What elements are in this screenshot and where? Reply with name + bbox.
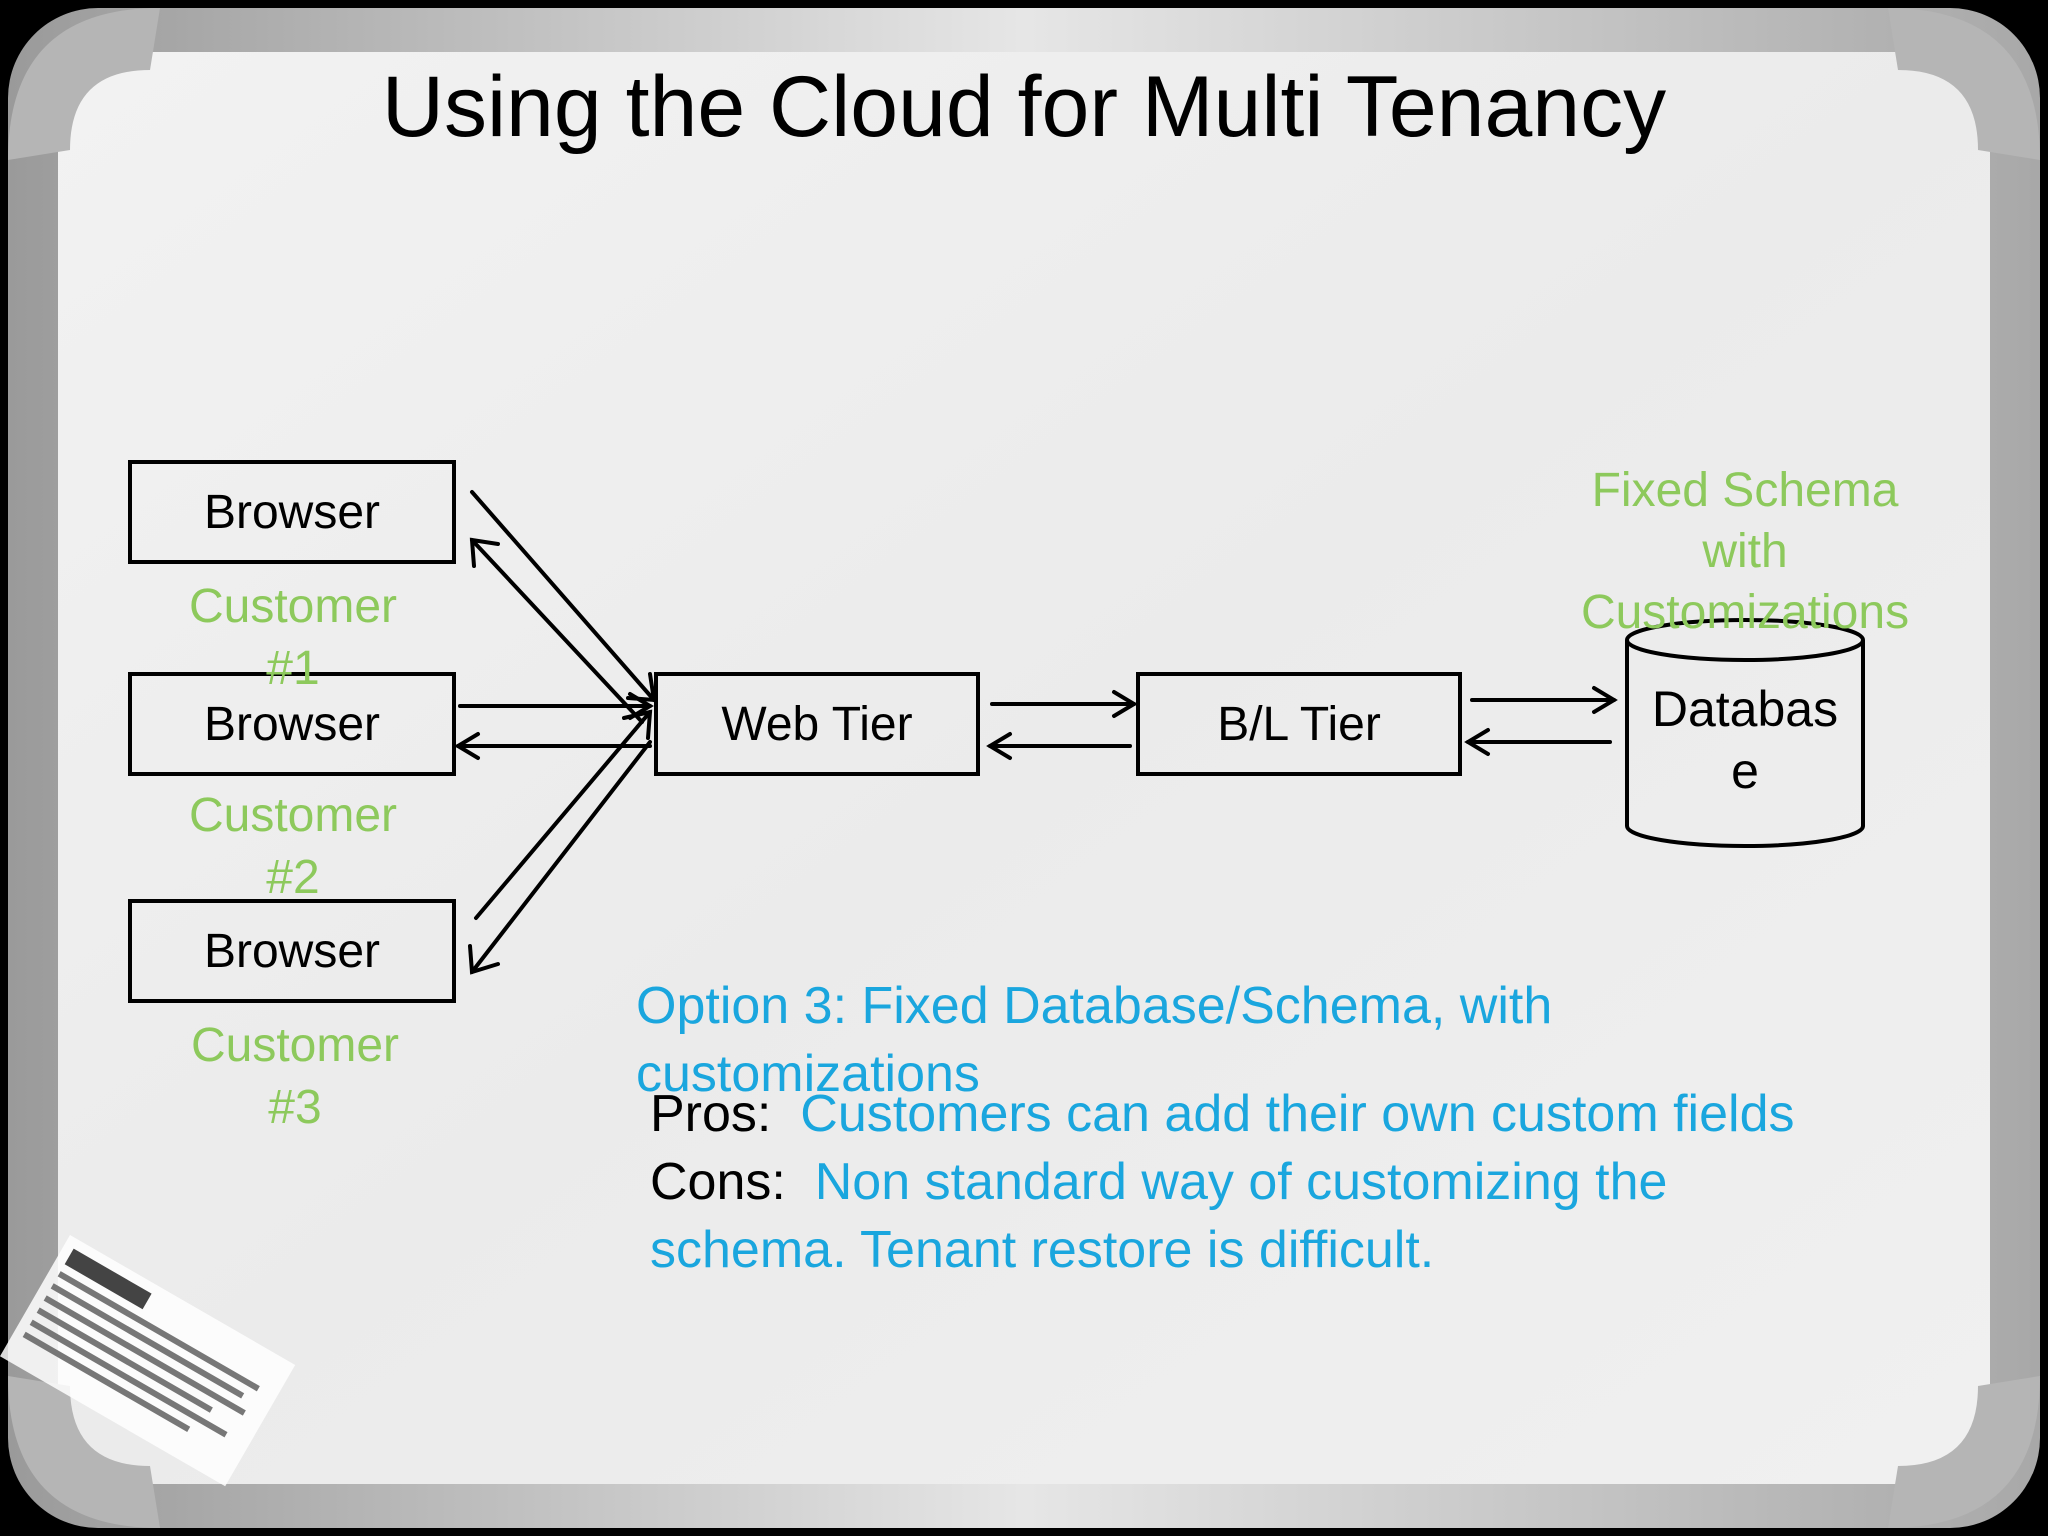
customer-label-3: Customer #3 [130, 1015, 460, 1139]
pros-label: Pros: [650, 1085, 772, 1143]
corner-cap-bottom-left [8, 1376, 160, 1528]
browser-label-3: Browser [203, 924, 381, 978]
pros-text: Customers can add their own custom field… [800, 1085, 1795, 1143]
browser-box-3: Browser [128, 899, 456, 1003]
cons-text: Non standard way of customizing the [814, 1153, 1668, 1211]
customer-label-1: Customer #1 [128, 576, 458, 700]
customer-label-1-line2: #1 [266, 642, 320, 695]
arrow-web-to-browser1 [470, 538, 644, 724]
option-heading-line2: customizations [636, 1045, 980, 1103]
slide-title: Using the Cloud for Multi Tenancy [381, 59, 1667, 155]
browser-label-1: Browser [203, 485, 381, 539]
cons-line-2: schema. Tenant restore is difficult. [650, 1216, 1795, 1284]
connector-arrows [454, 490, 1618, 975]
customer-label-2-line1: Customer [188, 789, 398, 842]
arrowhead-web-to-browser1 [469, 537, 500, 568]
corner-cap-top-left [8, 8, 160, 160]
customer-label-1-line1: Customer [188, 580, 398, 633]
corner-cap-bottom-right [1888, 1376, 2040, 1528]
database-label-line2: e [1731, 743, 1759, 799]
customer-label-2-line2: #2 [266, 851, 320, 904]
database-cylinder [1625, 618, 1865, 848]
option-heading: Option 3: Fixed Database/Schema, with cu… [636, 972, 1552, 1108]
cons-text-2: schema. Tenant restore is difficult. [650, 1221, 1435, 1279]
schema-note-line1: Fixed Schema [1591, 464, 1899, 517]
cons-label: Cons: [650, 1153, 786, 1211]
arrowhead-browser3-to-web [622, 709, 653, 740]
arrowhead-db-to-bl [1464, 728, 1490, 756]
customer-label-2: Customer #2 [128, 785, 458, 909]
database-label: Databas e [1627, 678, 1863, 802]
web-tier-label: Web Tier [721, 697, 913, 751]
arrow-browser3-to-web [474, 710, 652, 920]
customer-label-3-line1: Customer [190, 1019, 400, 1072]
arrowhead-web-to-browser3 [468, 944, 500, 975]
board-surface [58, 52, 1990, 1484]
manufacturer-sticker [0, 1235, 296, 1487]
arrow-web-to-browser3 [470, 740, 652, 974]
arrowhead-bl-to-web [986, 732, 1012, 760]
customer-label-3-line2: #3 [268, 1081, 322, 1134]
browser-label-2: Browser [203, 697, 381, 751]
pros-cons: Pros: Customers can add their own custom… [650, 1080, 1795, 1284]
database-label-line1: Databas [1651, 681, 1839, 737]
web-tier-box: Web Tier [654, 672, 980, 776]
pros-line: Pros: Customers can add their own custom… [650, 1080, 1795, 1148]
bl-tier-label: B/L Tier [1217, 697, 1381, 751]
schema-note-line3: Customizations [1580, 586, 1910, 639]
browser-box-1: Browser [128, 460, 456, 564]
corner-cap-top-right [1888, 8, 2040, 160]
arrow-browser1-to-web [470, 490, 656, 702]
arrowhead-bl-to-db [1592, 686, 1618, 714]
browser-box-2: Browser [128, 672, 456, 776]
bl-tier-box: B/L Tier [1136, 672, 1462, 776]
schema-note-line2: with [1702, 525, 1788, 578]
arrowhead-web-to-browser2 [454, 732, 480, 760]
arrowhead-web-to-bl [1112, 690, 1138, 718]
option-heading-line1: Option 3: Fixed Database/Schema, with [636, 977, 1553, 1035]
cons-line: Cons: Non standard way of customizing th… [650, 1148, 1795, 1216]
schema-note: Fixed Schema with Customizations [1520, 460, 1970, 643]
